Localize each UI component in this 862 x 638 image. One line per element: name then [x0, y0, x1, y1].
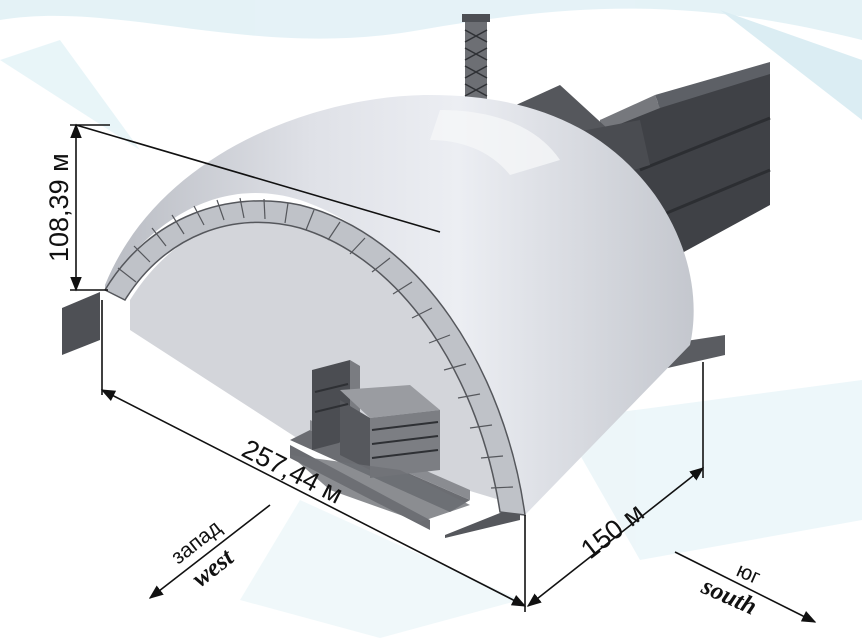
dimension-height	[70, 123, 441, 292]
south-arrow	[674, 551, 817, 623]
south-label-ru: юг	[733, 559, 764, 590]
ventilation-stack	[462, 14, 490, 108]
dimension-span	[526, 362, 705, 607]
west-arrow	[148, 504, 271, 599]
height-label: 108,39 м	[44, 153, 74, 262]
arch-roof	[105, 95, 694, 515]
dimension-length	[100, 300, 527, 612]
